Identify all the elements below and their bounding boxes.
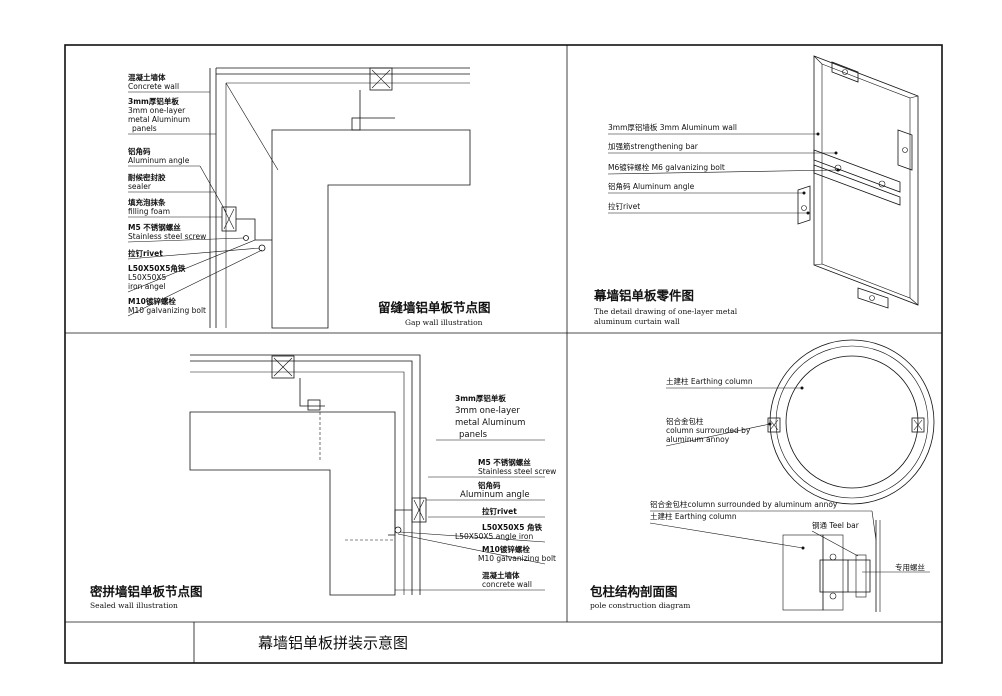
svg-text:L50X50X5: L50X50X5 bbox=[128, 273, 167, 282]
svg-text:Aluminum angle: Aluminum angle bbox=[460, 490, 530, 500]
svg-text:panels: panels bbox=[132, 124, 157, 133]
gap-wall-title: 留缝墙铝单板节点图 bbox=[378, 300, 491, 315]
svg-text:铝角码: 铝角码 bbox=[478, 480, 501, 490]
svg-text:铝角码 Aluminum angle: 铝角码 Aluminum angle bbox=[608, 181, 695, 191]
svg-text:3mm厚铝单板: 3mm厚铝单板 bbox=[128, 96, 179, 106]
svg-text:土建柱 Earthing column: 土建柱 Earthing column bbox=[666, 376, 753, 386]
svg-text:M10 galvanizing bolt: M10 galvanizing bolt bbox=[128, 306, 206, 315]
pole-subtitle: pole construction diagram bbox=[590, 601, 690, 610]
svg-text:钢通 Teel bar: 钢通 Teel bar bbox=[812, 520, 860, 530]
svg-text:3mm厚铝单板: 3mm厚铝单板 bbox=[455, 393, 506, 403]
parts-subtitle-2: aluminum curtain wall bbox=[594, 317, 680, 326]
svg-text:填充泡抹条: 填充泡抹条 bbox=[128, 197, 166, 207]
svg-text:iron angel: iron angel bbox=[128, 282, 166, 291]
svg-text:panels: panels bbox=[459, 430, 488, 440]
gap-wall-subtitle: Gap wall illustration bbox=[405, 318, 483, 327]
sealed-wall-drawing bbox=[189, 354, 427, 596]
svg-text:L50X50X5 angle iron: L50X50X5 angle iron bbox=[455, 532, 533, 541]
svg-text:3mm one-layer: 3mm one-layer bbox=[128, 106, 186, 115]
gap-wall-drawing bbox=[209, 67, 471, 329]
svg-text:column surrounded by: column surrounded by bbox=[666, 426, 751, 435]
svg-text:铝合金包柱: 铝合金包柱 bbox=[666, 416, 704, 426]
svg-text:M5 不锈钢螺丝: M5 不锈钢螺丝 bbox=[128, 222, 181, 232]
svg-text:3mm厚铝墙板 3mm Aluminum wall: 3mm厚铝墙板 3mm Aluminum wall bbox=[608, 122, 737, 132]
gap-wall-labels: 混凝土墙体 Concrete wall 3mm厚铝单板 3mm one-laye… bbox=[127, 72, 491, 327]
svg-text:拉钉rivet: 拉钉rivet bbox=[608, 201, 640, 211]
panel-parts-labels: 3mm厚铝墙板 3mm Aluminum wall 加强筋strengtheni… bbox=[593, 122, 840, 326]
sheet-frame bbox=[64, 44, 943, 664]
pole-drawing bbox=[767, 339, 935, 612]
sealed-wall-title: 密拼墙铝单板节点图 bbox=[89, 584, 203, 599]
sealed-wall-subtitle: Sealed wall illustration bbox=[90, 601, 178, 610]
svg-text:拉钉rivet: 拉钉rivet bbox=[128, 248, 163, 258]
svg-text:铝角码: 铝角码 bbox=[128, 146, 151, 156]
svg-text:铝合金包柱column surrounded by alum: 铝合金包柱column surrounded by aluminum annoy bbox=[650, 499, 838, 509]
parts-title: 幕墙铝单板零件图 bbox=[593, 288, 694, 303]
svg-text:混凝土墙体: 混凝土墙体 bbox=[128, 72, 166, 82]
svg-text:metal Aluminum: metal Aluminum bbox=[128, 115, 190, 124]
pole-labels: 土建柱 Earthing column 铝合金包柱 column surroun… bbox=[589, 376, 930, 610]
svg-text:3mm one-layer: 3mm one-layer bbox=[455, 406, 520, 416]
svg-text:M5 不锈钢螺丝: M5 不锈钢螺丝 bbox=[478, 457, 531, 467]
svg-text:Stainless steel screw: Stainless steel screw bbox=[478, 467, 556, 476]
svg-text:Concrete wall: Concrete wall bbox=[128, 82, 179, 91]
svg-text:拉钉rivet: 拉钉rivet bbox=[482, 506, 517, 516]
svg-text:加强筋strengthening bar: 加强筋strengthening bar bbox=[608, 141, 699, 151]
svg-text:耐候密封胶: 耐候密封胶 bbox=[128, 172, 166, 182]
svg-text:M6镀锌螺栓 M6 galvanizing bolt: M6镀锌螺栓 M6 galvanizing bolt bbox=[608, 162, 725, 172]
svg-text:concrete wall: concrete wall bbox=[482, 580, 532, 589]
svg-text:M10镀锌螺栓: M10镀锌螺栓 bbox=[128, 296, 176, 306]
pole-title: 包柱结构剖面图 bbox=[589, 584, 678, 599]
svg-text:Aluminum angle: Aluminum angle bbox=[128, 156, 190, 165]
svg-text:L50X50X5角铁: L50X50X5角铁 bbox=[128, 263, 186, 273]
svg-text:Stainless steel screw: Stainless steel screw bbox=[128, 232, 206, 241]
svg-text:filling foam: filling foam bbox=[128, 207, 170, 216]
sheet-title: 幕墙铝单板拼装示意图 bbox=[258, 634, 408, 652]
svg-text:土建柱 Earthing column: 土建柱 Earthing column bbox=[650, 511, 737, 521]
svg-text:sealer: sealer bbox=[128, 182, 152, 191]
parts-subtitle: The detail drawing of one-layer metal bbox=[594, 307, 738, 316]
svg-text:metal Aluminum: metal Aluminum bbox=[455, 418, 525, 428]
svg-text:M10镀锌螺栓: M10镀锌螺栓 bbox=[482, 544, 530, 554]
panel-parts-drawing bbox=[797, 55, 919, 309]
sealed-wall-labels: 3mm厚铝单板 3mm one-layer metal Aluminum pan… bbox=[89, 393, 556, 610]
svg-text:混凝土墙体: 混凝土墙体 bbox=[482, 570, 520, 580]
svg-text:L50X50X5 角铁: L50X50X5 角铁 bbox=[482, 522, 543, 532]
svg-text:专用螺丝: 专用螺丝 bbox=[895, 562, 925, 572]
